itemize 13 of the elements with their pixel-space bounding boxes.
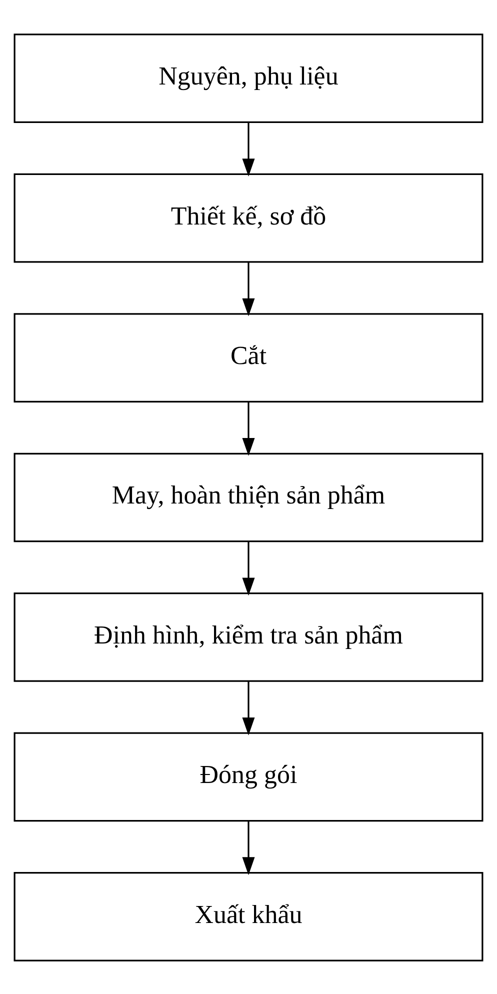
arrow: [242, 541, 255, 596]
node-box: May, hoàn thiện sản phẩm: [14, 452, 484, 542]
arrow: [242, 262, 255, 316]
node-box: Thiết kế, sơ đồ: [14, 172, 484, 262]
node-box: Định hình, kiểm tra sản phẩm: [14, 592, 484, 682]
arrow: [242, 401, 255, 456]
node-box: Cắt: [14, 312, 484, 402]
arrow: [242, 680, 255, 735]
arrow: [242, 820, 255, 875]
node-box: Nguyên, phụ liệu: [14, 33, 484, 123]
node-box: Xuất khẩu: [14, 871, 484, 961]
node-box: Đóng gói: [14, 732, 484, 822]
arrow: [242, 122, 255, 176]
